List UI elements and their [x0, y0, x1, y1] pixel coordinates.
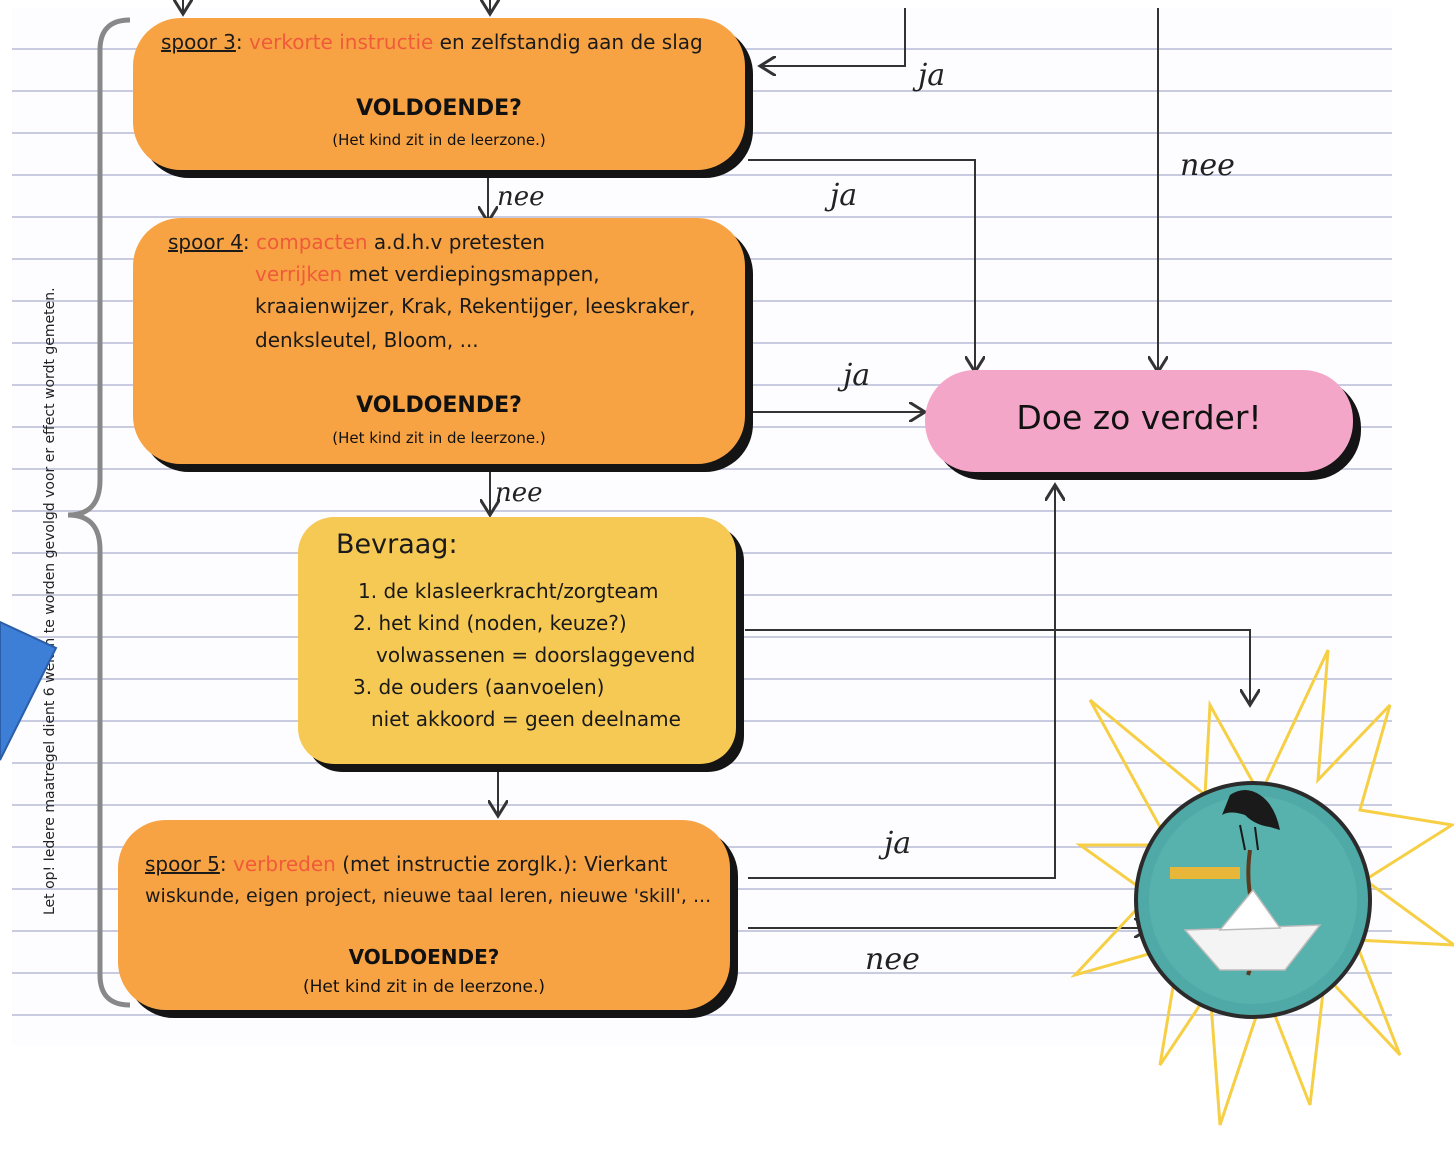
spoor-3-label: spoor 3	[161, 30, 236, 54]
label-nee-1: nee	[1180, 148, 1235, 183]
label-ja-3: ja	[843, 358, 871, 393]
crow-boat-badge-icon	[1136, 784, 1370, 1018]
bevraag-item-3b: niet akkoord = geen deelname	[371, 707, 681, 731]
label-nee-4: nee	[865, 942, 920, 977]
label-nee-2: nee	[497, 182, 545, 212]
spoor-4-line4: denksleutel, Bloom, ...	[255, 328, 479, 352]
label-ja-1: ja	[918, 58, 946, 93]
bevraag-box: Bevraag: 1. de klasleerkracht/zorgteam 2…	[298, 517, 736, 764]
spoor-3-box: spoor 3: verkorte instructie en zelfstan…	[133, 18, 745, 170]
spoor-4-highlight1: compacten	[256, 230, 368, 254]
spoor-3-rest: en zelfstandig aan de slag	[439, 30, 703, 54]
bevraag-title: Bevraag:	[336, 529, 458, 560]
spoor-4-label: spoor 4	[168, 230, 243, 254]
spoor-4-line2: verrijken met verdiepingsmappen,	[255, 258, 600, 290]
spoor-5-note: (Het kind zit in de leerzone.)	[303, 977, 545, 997]
spoor-5-line1: spoor 5: verbreden (met instructie zorgl…	[145, 852, 668, 876]
bevraag-item-3: 3. de ouders (aanvoelen)	[353, 675, 605, 699]
side-note: Let op! Iedere maatregel dient 6 weken t…	[42, 287, 58, 915]
spoor-5-question: VOLDOENDE?	[348, 945, 500, 969]
spoor-5-rest: (met instructie zorglk.): Vierkant	[342, 852, 668, 876]
bevraag-item-2b: volwassenen = doorslaggevend	[376, 643, 696, 667]
spoor-4-note: (Het kind zit in de leerzone.)	[332, 429, 546, 447]
bevraag-item-1: 1. de klasleerkracht/zorgteam	[358, 579, 659, 603]
spoor-5-line2: wiskunde, eigen project, nieuwe taal ler…	[145, 885, 712, 907]
spoor-4-rest1: a.d.h.v pretesten	[373, 230, 545, 254]
spoor-5-highlight: verbreden	[233, 852, 336, 876]
spoor-4-line1: spoor 4: compacten a.d.h.v pretesten	[168, 230, 545, 254]
spoor-4-question: VOLDOENDE?	[356, 393, 522, 418]
blue-arrow-shape	[0, 620, 58, 761]
spoor-5-label: spoor 5	[145, 852, 220, 876]
spoor-3-question: VOLDOENDE?	[356, 96, 522, 121]
spoor-3-heading: spoor 3: verkorte instructie en zelfstan…	[161, 30, 703, 54]
label-nee-3: nee	[495, 478, 543, 508]
doe-zo-verder-box: Doe zo verder!	[925, 370, 1353, 472]
spoor-5-box: spoor 5: verbreden (met instructie zorgl…	[118, 820, 730, 1010]
spoor-4-line3: kraaienwijzer, Krak, Rekentijger, leeskr…	[255, 294, 696, 318]
label-ja-4: ja	[884, 826, 912, 861]
spoor-4-rest2: met verdiepingsmappen,	[348, 262, 600, 286]
star-burst-icon	[1070, 649, 1454, 1126]
spoor-3-note: (Het kind zit in de leerzone.)	[332, 131, 546, 149]
doe-zo-verder-label: Doe zo verder!	[1016, 398, 1262, 437]
spoor-4-box: spoor 4: compacten a.d.h.v pretesten ver…	[133, 218, 745, 464]
spoor-4-highlight2: verrijken	[255, 262, 343, 286]
spoor-3-highlight: verkorte instructie	[249, 30, 434, 54]
label-ja-2: ja	[830, 178, 858, 213]
bevraag-item-2: 2. het kind (noden, keuze?)	[353, 611, 627, 635]
